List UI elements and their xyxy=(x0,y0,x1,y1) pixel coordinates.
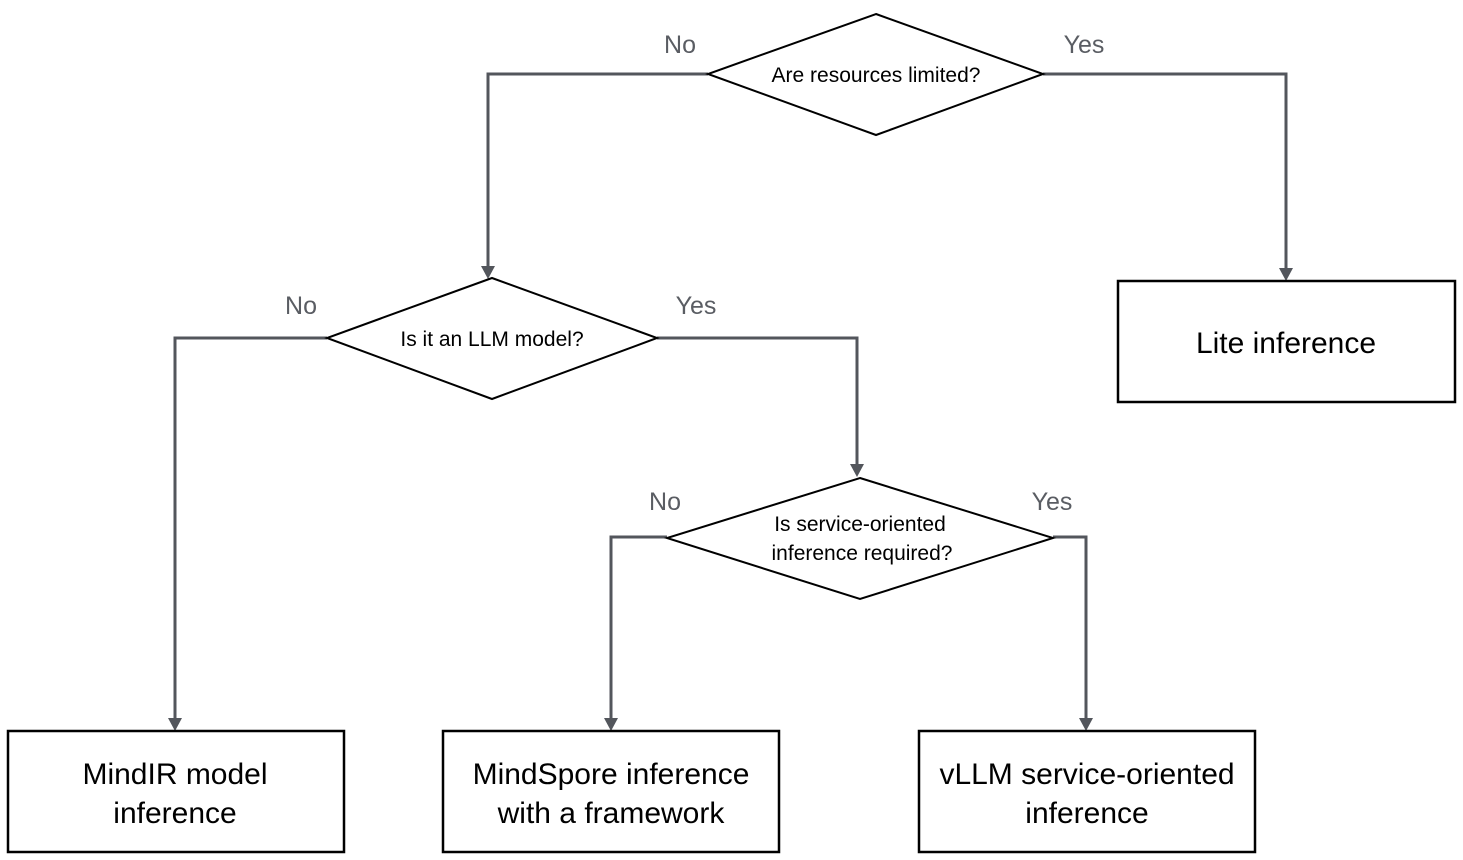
result-mindir-text-line2: inference xyxy=(113,797,236,830)
result-vllm-box xyxy=(917,729,1257,854)
decision-resources-text: Are resources limited? xyxy=(772,64,981,87)
arrowhead-resources-yes xyxy=(1279,268,1293,281)
decision-service-text-line1: Is service-oriented xyxy=(774,513,946,536)
decision-service-text-line2: inference required? xyxy=(772,542,953,565)
result-mindir-box xyxy=(6,729,346,854)
decision-resources: Are resources limited? xyxy=(705,12,1046,137)
result-mindspore-box xyxy=(441,729,781,854)
result-mindir: MindIR model inference xyxy=(6,729,346,854)
label-resources-yes: Yes xyxy=(1064,31,1105,59)
result-vllm-text-line2: inference xyxy=(1025,797,1148,830)
label-llm-yes: Yes xyxy=(676,292,717,320)
branch-labels: No Yes No Yes No Yes xyxy=(285,31,1104,516)
result-lite-text: Lite inference xyxy=(1196,327,1376,360)
arrowhead-service-no xyxy=(604,718,618,731)
decision-service-shape xyxy=(663,476,1057,601)
arrowhead-llm-yes xyxy=(850,464,864,477)
label-service-yes: Yes xyxy=(1032,488,1073,516)
label-llm-no: No xyxy=(285,292,317,320)
arrowhead-service-yes xyxy=(1079,718,1093,731)
connector-service-yes xyxy=(1053,535,1088,722)
result-vllm-text-line1: vLLM service-oriented xyxy=(939,758,1234,791)
decision-llm-text: Is it an LLM model? xyxy=(400,328,583,351)
label-resources-no: No xyxy=(664,31,696,59)
label-service-no: No xyxy=(649,488,681,516)
connector-service-no xyxy=(609,535,667,722)
decision-resources-shape xyxy=(705,12,1046,137)
connector-llm-yes xyxy=(657,336,859,468)
result-vllm: vLLM service-oriented inference xyxy=(917,729,1257,854)
result-mindir-text-line1: MindIR model xyxy=(82,758,267,791)
connector-llm-no xyxy=(173,336,327,722)
connector-resources-yes xyxy=(1043,72,1288,272)
result-lite-box xyxy=(1116,279,1457,404)
decision-llm: Is it an LLM model? xyxy=(324,276,660,401)
result-mindspore: MindSpore inference with a framework xyxy=(441,729,781,854)
result-lite: Lite inference xyxy=(1116,279,1457,404)
arrowhead-llm-no xyxy=(168,718,182,731)
decision-llm-shape xyxy=(324,276,660,401)
connectors xyxy=(168,72,1293,731)
arrowhead-resources-no xyxy=(481,266,495,279)
decision-service: Is service-oriented inference required? xyxy=(663,476,1057,601)
result-mindspore-text-line2: with a framework xyxy=(497,797,726,830)
connector-resources-no xyxy=(486,72,708,270)
result-mindspore-text-line1: MindSpore inference xyxy=(473,758,750,791)
